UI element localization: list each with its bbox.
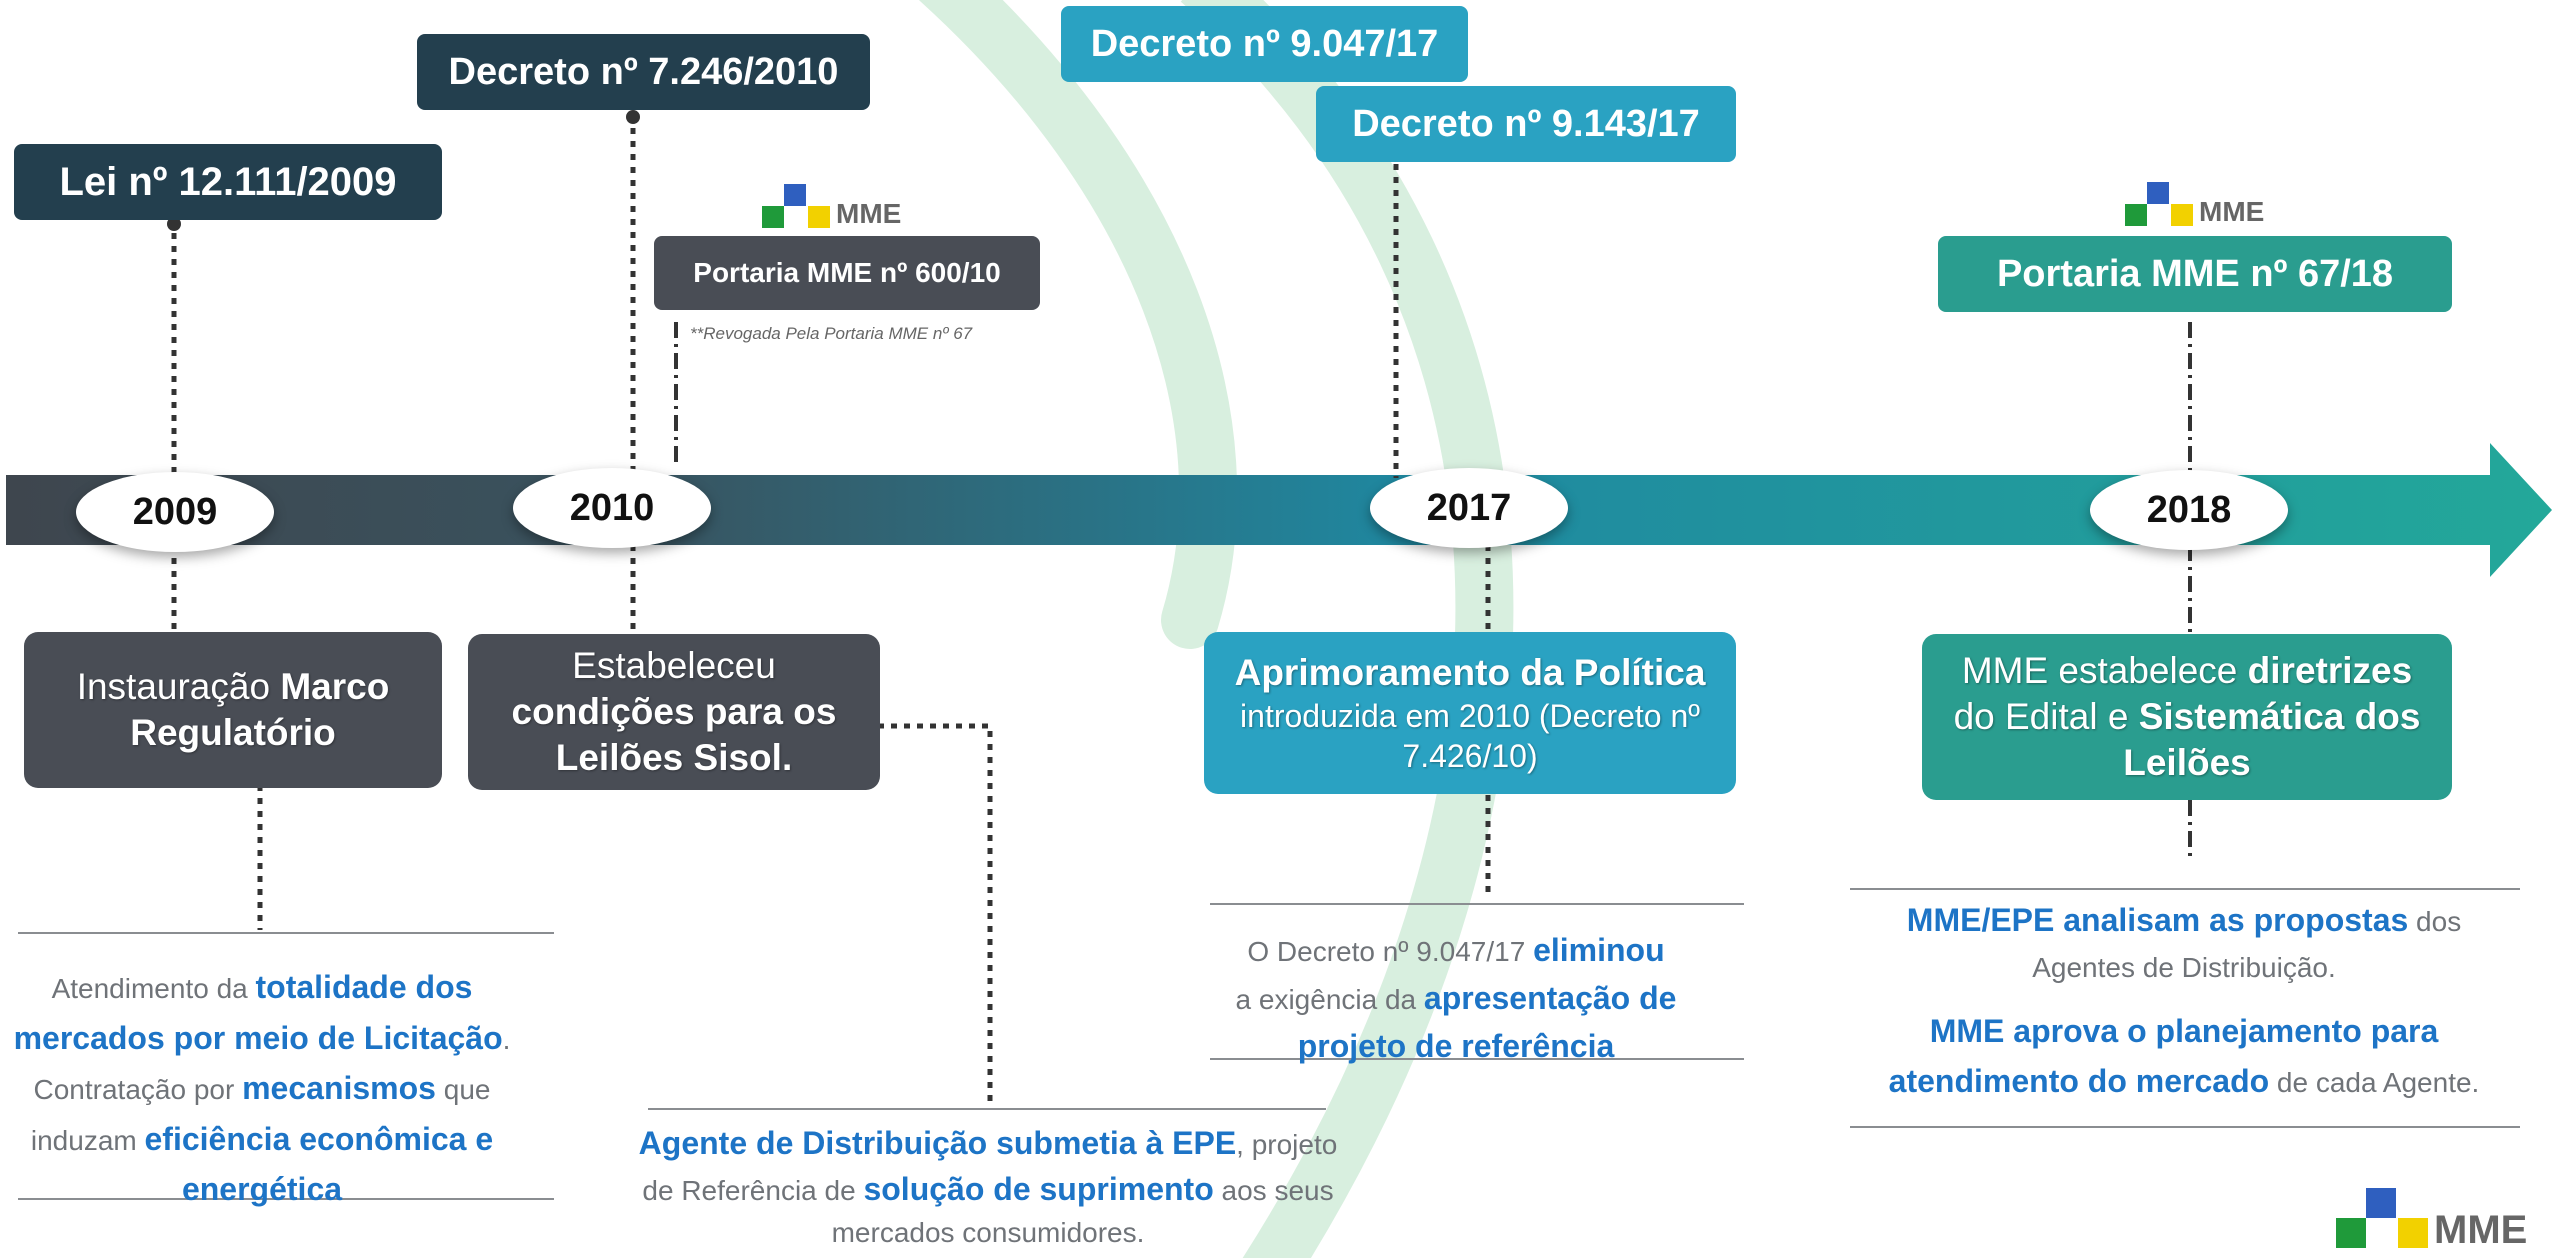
note-2010: Agente de Distribuição submetia à EPE, p… [638,1125,1338,1248]
note-2018: MME/EPE analisam as propostas dos Agente… [1888,902,2480,1099]
rule-2010-top [648,1108,1326,1110]
revogada-note: **Revogada Pela Portaria MME nº 67 [690,324,973,343]
box-2009: Instauração Marco Regulatório [24,632,442,788]
rule-2017-bottom [1210,1058,1744,1060]
lei-2009-label: Lei nº 12.111/2009 [14,144,442,220]
box-2017: Aprimoramento da Política introduzida em… [1204,632,1736,794]
rule-2017-top [1210,903,1744,905]
box-2018: MME estabelece diretrizes do Edital e Si… [1922,634,2452,800]
mme-logo-small-1: MME [762,184,912,230]
year-2010: 2010 [513,468,711,548]
note-2009: Atendimento da totalidade dos mercados p… [13,969,511,1208]
rule-2009-top [18,932,554,934]
decreto-2010-label: Decreto nº 7.246/2010 [417,34,870,110]
rule-2018-bottom [1850,1126,2520,1128]
mme-logo-small-2: MME [2125,182,2275,228]
box-2010: Estabeleceu condições para os Leilões Si… [468,634,880,790]
note-2017: O Decreto nº 9.047/17 eliminou a exigênc… [1235,932,1677,1064]
year-2009: 2009 [76,472,274,552]
decreto-9047-label: Decreto nº 9.047/17 [1061,6,1468,82]
year-2018: 2018 [2090,470,2288,550]
portaria-600-label: Portaria MME nº 600/10 [654,236,1040,310]
decreto-9143-label: Decreto nº 9.143/17 [1316,86,1736,162]
rule-2009-bottom [18,1198,554,1200]
portaria-67-label: Portaria MME nº 67/18 [1938,236,2452,312]
rule-2018-top [1850,888,2520,890]
year-2017: 2017 [1370,468,1568,548]
mme-logo-main: MME [2336,1188,2536,1252]
